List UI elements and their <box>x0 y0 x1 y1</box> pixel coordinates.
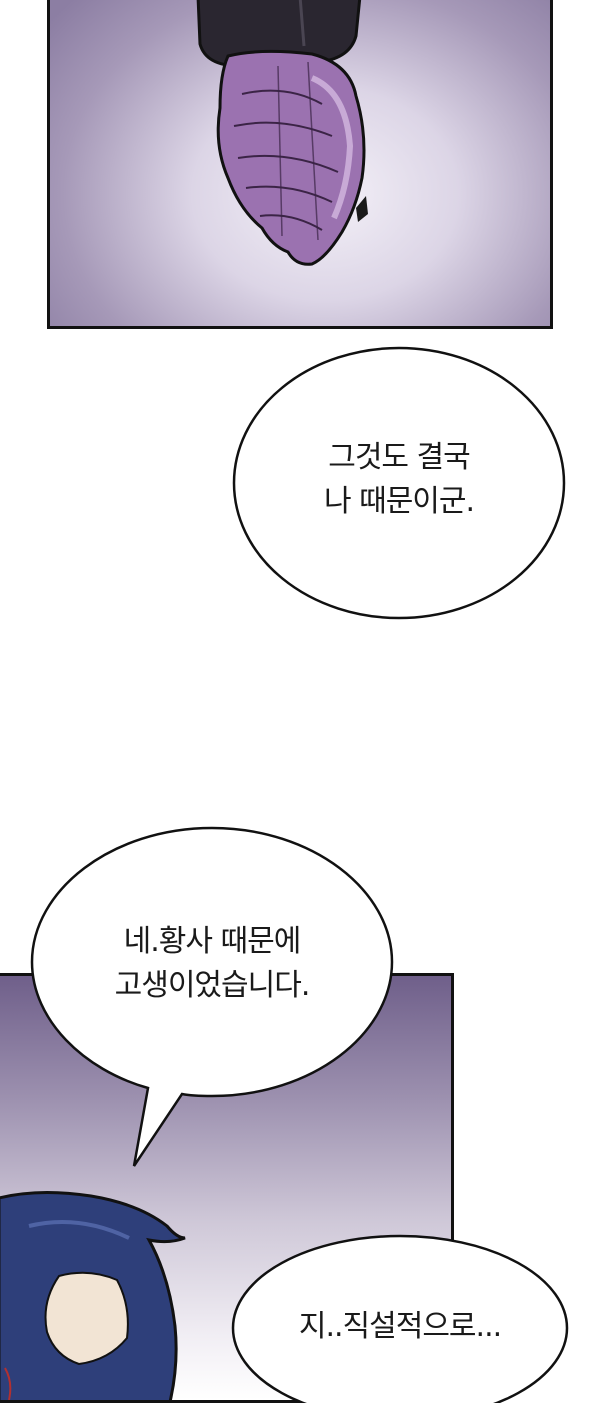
bubble-3-line-1: 지..직설적으로... <box>298 1309 502 1344</box>
speech-bubble-1-text: 그것도 결국 나 때문이군. <box>232 436 566 524</box>
top-comic-panel <box>47 0 553 329</box>
bubble-2-line-2: 고생이었습니다. <box>114 968 311 1003</box>
speech-bubble-3: 지..직설적으로... <box>230 1234 570 1403</box>
hand-illustration <box>196 0 368 266</box>
bubble-2-line-1: 네.황사 때문에 <box>123 924 302 959</box>
speech-bubble-1: 그것도 결국 나 때문이군. <box>232 346 566 620</box>
speech-bubble-3-text: 지..직설적으로... <box>230 1305 570 1349</box>
bubble-1-line-1: 그것도 결국 <box>328 440 471 475</box>
speech-bubble-2-text: 네.황사 때문에 고생이었습니다. <box>30 920 394 1008</box>
speech-bubble-2: 네.황사 때문에 고생이었습니다. <box>30 826 394 1170</box>
bubble-1-line-2: 나 때문이군. <box>323 484 475 519</box>
